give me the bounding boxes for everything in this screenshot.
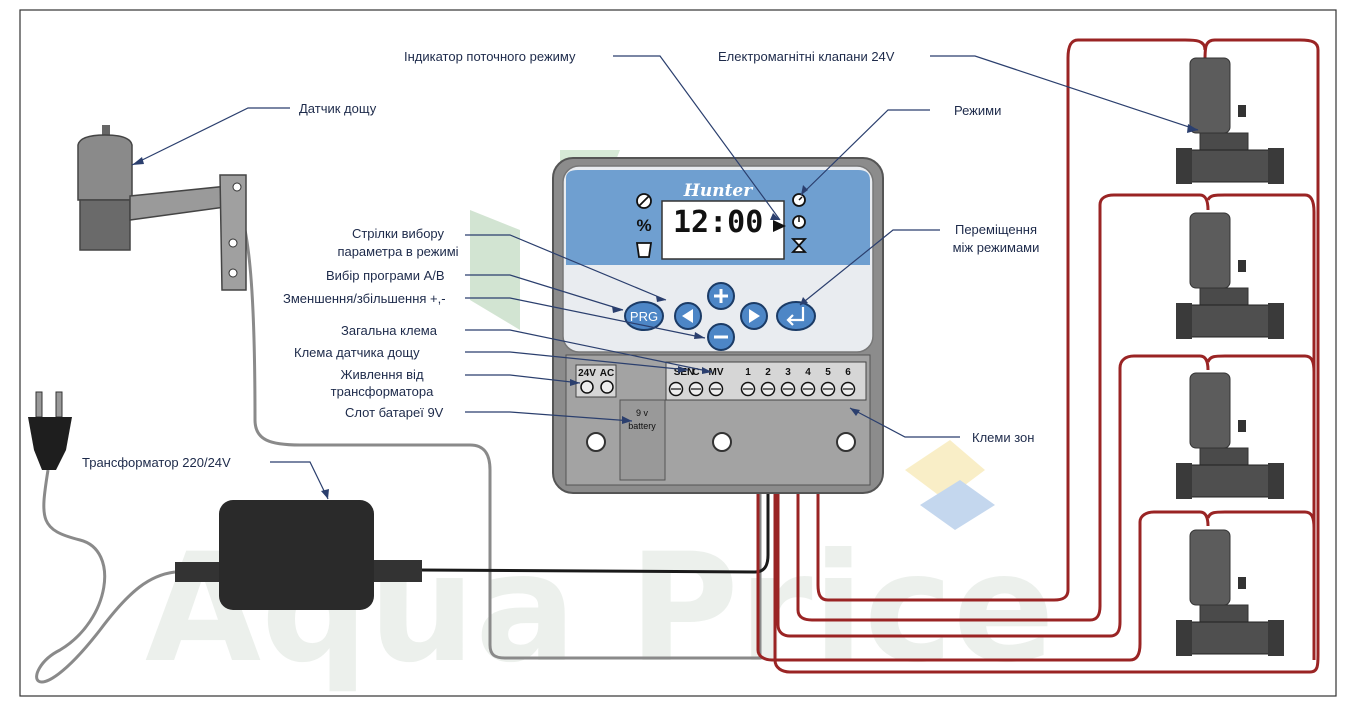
left-mode-icons: % [635, 193, 653, 258]
terminal-24v-screw [580, 380, 594, 394]
terminal-24v-label: 24V [578, 368, 596, 379]
annotations: Індикатор поточного режиму Електромагніт… [82, 49, 1039, 470]
label-mode-switch-line1: Переміщення [955, 222, 1037, 237]
lcd-time: 12:00 [673, 205, 763, 240]
label-power-line1: Живлення від [340, 367, 423, 382]
plus-icon [714, 289, 728, 303]
right-arrow-icon [749, 309, 760, 323]
plug-cable [35, 469, 176, 684]
terminal-label-1: 1 [745, 367, 751, 378]
leader-lines [131, 55, 1199, 500]
label-zone-terminals: Клеми зон [972, 430, 1034, 445]
transformer [175, 500, 422, 610]
left-arrow-icon [682, 309, 693, 323]
battery-label-2: battery [628, 421, 656, 431]
terminal-ac-screw [600, 380, 614, 394]
battery-slot [619, 399, 666, 481]
prg-button-label: PRG [630, 309, 658, 324]
terminal-label-2: 2 [765, 367, 771, 378]
terminal-label-5: 5 [825, 367, 831, 378]
plus-button[interactable] [707, 282, 735, 310]
percent-icon: % [636, 216, 651, 235]
mounting-hole-center [712, 432, 732, 452]
return-icon [786, 307, 805, 326]
label-battery-slot: Слот батареї 9V [345, 405, 444, 420]
terminal-label-mv: MV [709, 367, 724, 378]
controller: Hunter 12:00 % PRG [552, 157, 884, 494]
solenoid-valve-3 [1176, 372, 1284, 499]
label-arrows-line1: Стрілки вибору [352, 226, 445, 241]
zone-wires [723, 38, 1320, 674]
terminal-label-c: C [692, 367, 699, 378]
water-icon [635, 242, 653, 258]
mounting-hole-right [836, 432, 856, 452]
label-rain-sensor: Датчик дощу [299, 101, 377, 116]
left-arrow-button[interactable] [674, 302, 702, 330]
label-transformer: Трансформатор 220/24V [82, 455, 231, 470]
label-modes: Режими [954, 103, 1001, 118]
label-program-select: Вибір програми А/В [326, 268, 445, 283]
brand-logo: Hunter [683, 181, 753, 201]
solenoid-valve-4 [1176, 529, 1284, 656]
solenoid-valve-2 [1176, 212, 1284, 339]
mode-switch-button[interactable] [776, 301, 816, 331]
minus-button[interactable] [707, 323, 735, 351]
lcd-display [661, 200, 785, 260]
label-arrows-line2: параметра в режимі [337, 244, 458, 259]
hourglass-icon [790, 238, 808, 253]
terminal-ac-label: AC [600, 368, 614, 379]
right-mode-icons [790, 193, 808, 253]
label-mode-switch-line2: між режимами [953, 240, 1040, 255]
rain-sensor [77, 125, 247, 291]
label-power-line2: трансформатора [331, 384, 434, 399]
battery-label-1: 9 v [636, 408, 649, 418]
label-sensor-terminal: Клема датчика дощу [294, 345, 420, 360]
mode-indicator-arrow-icon [773, 220, 786, 232]
label-valves: Електромагнітні клапани 24V [718, 49, 895, 64]
solenoid-valve-1 [1176, 57, 1284, 184]
terminal-label-sen: SEN [674, 367, 695, 378]
power-plug [28, 391, 72, 470]
right-arrow-button[interactable] [740, 302, 768, 330]
mounting-hole-left [586, 432, 606, 452]
terminal-label-3: 3 [785, 367, 791, 378]
label-mode-indicator: Індикатор поточного режиму [404, 49, 576, 64]
label-common-terminal: Загальна клема [341, 323, 438, 338]
terminal-label-6: 6 [845, 367, 851, 378]
rain-sensor-cable [238, 209, 762, 660]
terminal-label-4: 4 [805, 367, 811, 378]
leader-arrowheads [132, 124, 1198, 499]
label-plus-minus: Зменшення/збільшення +,- [283, 291, 446, 306]
